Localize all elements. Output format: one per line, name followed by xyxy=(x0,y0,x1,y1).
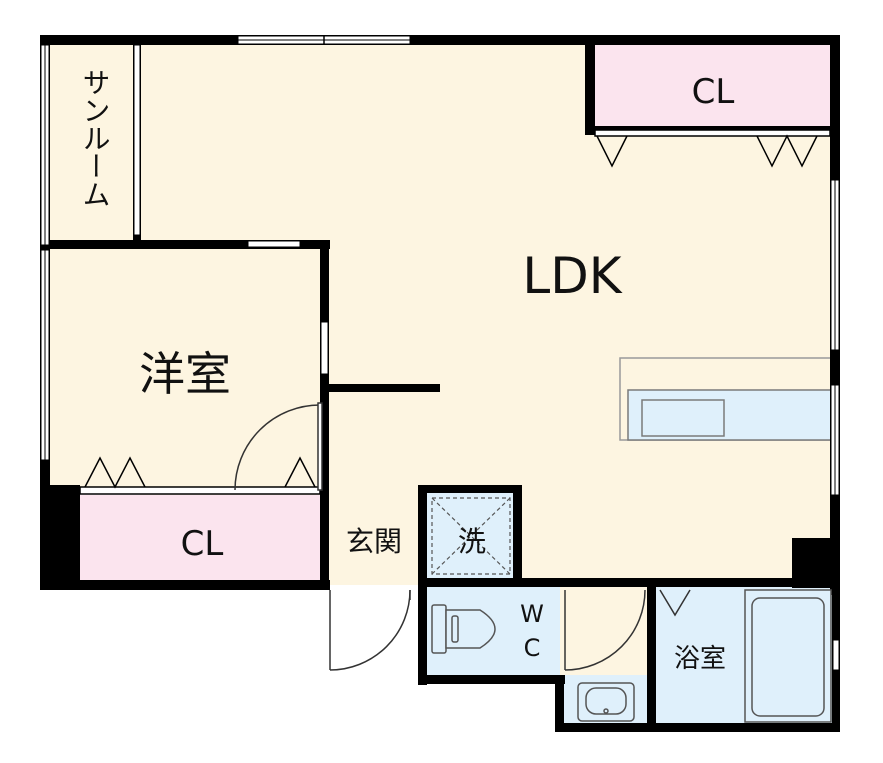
closet-top-door-frame xyxy=(594,129,831,137)
tub-inner xyxy=(751,597,825,717)
wall-corner-left-block xyxy=(40,485,80,590)
windows xyxy=(40,35,840,671)
washer-fill xyxy=(425,490,517,578)
bath-door-fold xyxy=(659,589,691,617)
sunroom-floor xyxy=(45,40,140,245)
wall-western-right xyxy=(320,240,329,585)
wall-washer-right xyxy=(513,485,522,585)
window-western-right xyxy=(320,321,329,375)
toilet-seat xyxy=(451,615,459,643)
hall-floor xyxy=(560,585,650,675)
western-door-swing xyxy=(234,404,321,491)
bathroom-label: 浴室 xyxy=(674,644,726,674)
wall-top xyxy=(40,35,840,45)
closet-bottom-label: CL xyxy=(181,524,224,564)
wall-washer-left xyxy=(418,485,427,685)
wall-bottom-left xyxy=(40,580,330,590)
wc-w-label: W xyxy=(520,600,544,628)
window-sunroom-divider xyxy=(133,44,141,236)
washer-fixture xyxy=(431,497,511,575)
basin-inner xyxy=(585,687,627,715)
window-bathroom xyxy=(832,639,840,671)
closet-bottom-fold-1 xyxy=(84,456,146,489)
entrance-floor xyxy=(325,490,420,585)
closet-bottom-fold-2 xyxy=(284,456,316,488)
sunroom-label: サンルーム xyxy=(79,68,112,208)
closet-top-fold-1 xyxy=(596,135,628,168)
closet-bottom-door-frame xyxy=(79,486,321,495)
closet-top-fill xyxy=(590,40,832,130)
hall-door-swing xyxy=(564,589,646,671)
wall-wet-top xyxy=(418,578,840,587)
wall-closet-top xyxy=(585,40,595,135)
doors xyxy=(234,402,691,671)
toilet-tank xyxy=(431,604,447,654)
closet-top-label: CL xyxy=(692,72,735,112)
wall-bath-left xyxy=(647,580,656,732)
toilet-fixture xyxy=(431,604,496,654)
wall-western-top xyxy=(45,240,330,249)
wc-c-label: C xyxy=(524,634,541,662)
basin-drain xyxy=(603,708,609,714)
room-labels: サンルーム LDK 洋室 CL CL 玄関 洗 W C 浴室 xyxy=(79,68,735,674)
kitchen-sink xyxy=(641,399,725,437)
wall-washer-top xyxy=(418,485,522,493)
western-door-leaf xyxy=(317,402,323,491)
entrance-label: 玄関 xyxy=(346,525,402,558)
washer-pan xyxy=(431,497,511,575)
wall-stub xyxy=(325,384,440,392)
closet-bottom-fill xyxy=(80,495,320,580)
bathtub-fixture xyxy=(744,589,832,723)
western-room-floor xyxy=(45,245,325,490)
western-room-label: 洋室 xyxy=(139,347,231,401)
wall-sink-left xyxy=(555,675,564,732)
wall-bottom-right xyxy=(555,723,840,732)
closet-top-fold-2 xyxy=(756,134,818,168)
wall-wc-bottom xyxy=(418,675,565,684)
ldk-label: LDK xyxy=(522,247,622,305)
window-western-top xyxy=(247,240,301,248)
washer-label: 洗 xyxy=(458,525,486,558)
entrance-door-swing xyxy=(329,589,411,671)
basin-fixture xyxy=(577,682,635,722)
